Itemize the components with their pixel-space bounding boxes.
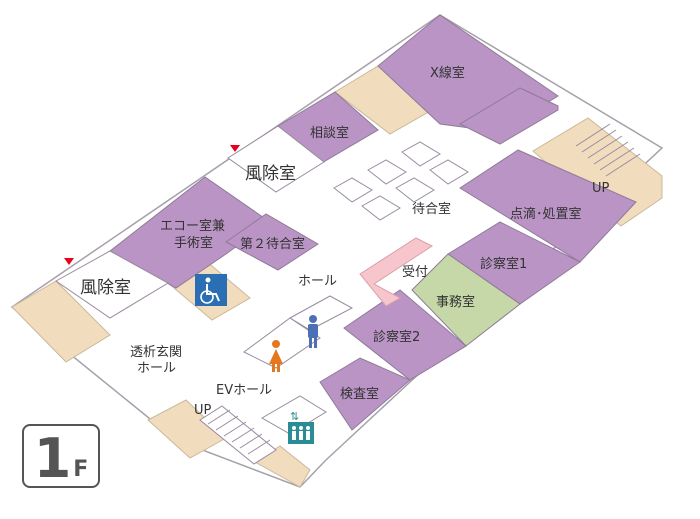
svg-text:⇅: ⇅: [290, 410, 299, 423]
label-entrance-hall: 透析玄関: [130, 345, 182, 360]
label-exam1: 診察室1: [480, 256, 527, 272]
label-waiting: 待合室: [412, 201, 451, 217]
toilet-women: [243, 317, 321, 369]
label-windbreak-left: 風除室: [80, 278, 131, 298]
room-exam2: [343, 289, 467, 381]
label-xray: X線室: [430, 65, 465, 81]
floor-number: 1: [33, 427, 72, 490]
elevator-icon: ⇅: [288, 410, 314, 444]
label-office: 事務室: [436, 294, 475, 310]
label-echo-2: 手術室: [174, 235, 213, 251]
floor-suffix: F: [73, 457, 89, 482]
waiting-benches: [333, 141, 469, 221]
room-office: [411, 253, 521, 347]
label-inspection: 検査室: [340, 386, 379, 402]
label-hall: ホール: [298, 274, 337, 289]
room-inspection: [319, 357, 411, 431]
room-waiting2: [225, 213, 319, 271]
toilet-men: [288, 295, 354, 331]
label-entrance-hall-2: ホール: [137, 361, 176, 376]
elevator-shaft: [260, 395, 327, 435]
stairs-right-lines: [575, 123, 641, 177]
label-consultation: 相談室: [310, 125, 349, 141]
reception-counter: [359, 237, 434, 307]
label-stairs-up-left: UP: [194, 403, 212, 418]
floor-indicator: 1 F: [22, 424, 100, 488]
room-windbreak-top: [227, 125, 325, 193]
wheelchair-icon: [195, 274, 227, 306]
room-windbreak-left: [55, 250, 169, 319]
label-echo: エコー室兼: [160, 218, 225, 234]
label-reception: 受付: [402, 265, 428, 280]
room-drip: [459, 149, 637, 263]
label-exam2: 診察室2: [373, 329, 420, 345]
man-toilet-icon: [308, 315, 318, 348]
woman-toilet-icon: [269, 340, 283, 372]
stairs-left-lines: [199, 405, 277, 465]
entrance-marker-left: [64, 258, 74, 265]
label-ev-hall: EVホール: [216, 383, 272, 398]
beige-area-left: [11, 280, 111, 363]
label-drip: 点滴･処置室: [510, 206, 582, 222]
label-waiting2: 第２待合室: [240, 236, 305, 252]
label-windbreak-top: 風除室: [245, 164, 296, 184]
entrance-marker-top: [230, 145, 240, 152]
room-xray-lower: [458, 87, 559, 145]
label-stairs-up-right: UP: [592, 181, 610, 196]
